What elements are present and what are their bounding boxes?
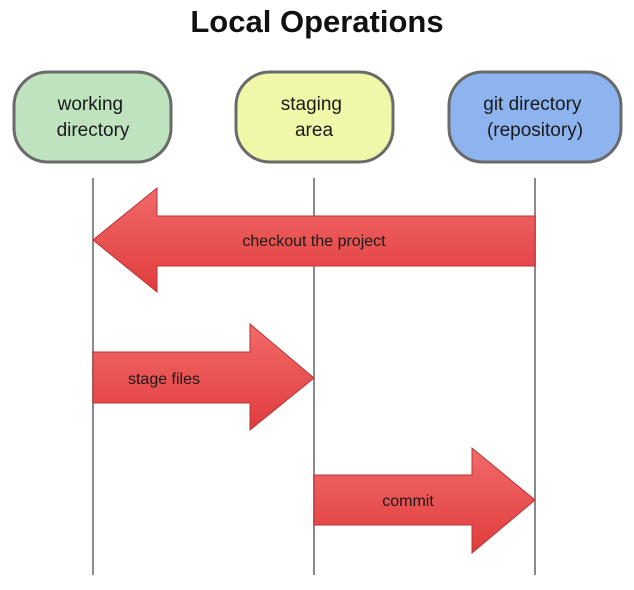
node-staging-area-label-line-1: staging	[281, 94, 342, 115]
svg-text:git directory (repositor: git directory (repository)	[483, 94, 586, 141]
arrow-stage-files: stage files	[92, 322, 315, 432]
arrow-stage-files-label: stage files	[128, 371, 200, 388]
svg-text:working directory: working directory	[57, 94, 130, 141]
arrow-checkout-shape	[92, 186, 536, 294]
arrow-checkout-the-project: checkout the project	[92, 186, 536, 294]
arrow-checkout-label: checkout the project	[242, 233, 386, 250]
arrow-commit-shape	[313, 446, 536, 555]
node-git-directory: git directory (repository)	[447, 70, 623, 164]
arrow-stage-files-shape	[92, 322, 315, 432]
node-git-directory-label-line-2: (repository)	[487, 120, 583, 141]
node-working-directory: working directory	[12, 70, 173, 164]
node-working-directory-label-line-1: working	[57, 94, 123, 115]
node-git-directory-box	[447, 70, 623, 164]
arrow-commit: commit	[313, 446, 536, 555]
node-staging-area-box	[234, 70, 395, 164]
node-working-directory-box	[12, 70, 173, 164]
arrow-commit-label: commit	[382, 493, 434, 510]
diagram-title: Local Operations	[190, 4, 444, 39]
svg-text:staging area: staging area	[281, 94, 348, 141]
node-staging-area: staging area	[234, 70, 395, 164]
node-staging-area-label-line-2: area	[295, 120, 333, 141]
node-working-directory-label-line-2: directory	[57, 120, 130, 141]
node-git-directory-label-line-1: git directory	[483, 94, 582, 115]
